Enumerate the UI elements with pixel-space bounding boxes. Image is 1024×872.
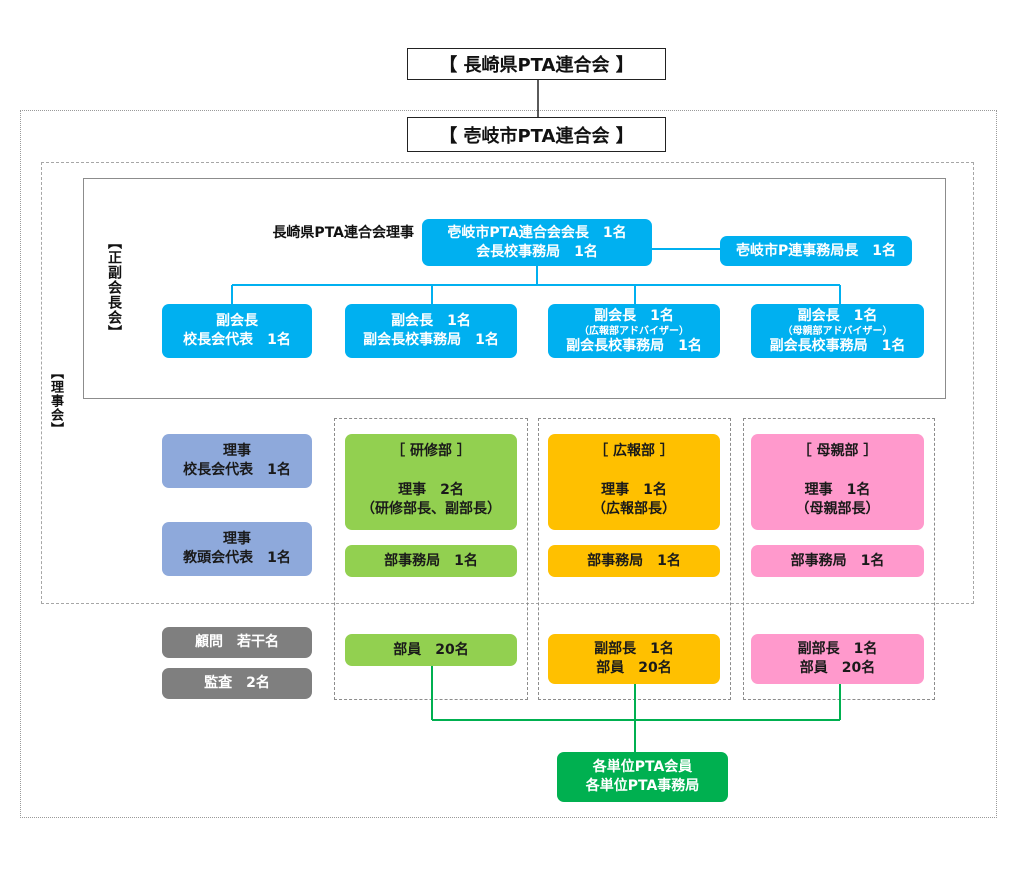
board-label: 【理事会】: [48, 366, 63, 436]
secretariat-head-box: 壱岐市P連事務局長 1名: [720, 236, 912, 266]
department-director-note: （広報部長）: [592, 501, 676, 517]
city-association-frame: [20, 110, 997, 818]
secretariat-head-text: 壱岐市P連事務局長 1名: [735, 242, 896, 259]
department-vice-head: 副部長 1名: [594, 641, 674, 657]
pr-members-box: 副部長 1名 部員 20名: [548, 634, 720, 684]
advisors-text: 顧問 若干名: [195, 634, 279, 650]
director-detail: 教頭会代表 1名: [183, 550, 291, 566]
board-frame: [41, 162, 974, 604]
director-principals-box: 理事 校長会代表 1名: [162, 434, 312, 488]
auditors-box: 監査 2名: [162, 668, 312, 699]
director-detail: 校長会代表 1名: [183, 462, 291, 478]
department-director-note: （母親部長）: [795, 501, 880, 517]
vice-president-box-3: 副会長 1名 （広報部アドバイザー） 副会長校事務局 1名: [548, 304, 720, 358]
director-title: 理事: [223, 443, 251, 459]
city-association-title: 【 壱岐市PTA連合会 】: [407, 117, 666, 152]
vice-president-detail: 副会長校事務局 1名: [363, 332, 499, 348]
unit-secretariat-line: 各単位PTA事務局: [585, 778, 700, 794]
training-secretariat-box: 部事務局 1名: [345, 545, 517, 577]
department-name: ［ 広報部 ］: [594, 443, 674, 459]
vice-president-detail: 副会長校事務局 1名: [566, 337, 702, 354]
department-members: 部員 20名: [799, 660, 876, 676]
city-title-text: 【 壱岐市PTA連合会 】: [439, 125, 634, 147]
vice-president-box-2: 副会長 1名 副会長校事務局 1名: [345, 304, 517, 358]
department-name: ［ 研修部 ］: [391, 443, 471, 459]
department-director: 理事 2名: [398, 482, 464, 498]
pr-secretariat-box: 部事務局 1名: [548, 545, 720, 577]
department-name: ［ 母親部 ］: [797, 443, 878, 459]
mothers-members-box: 副部長 1名 部員 20名: [751, 634, 924, 684]
director-title: 理事: [223, 531, 251, 547]
training-department-box: ［ 研修部 ］ 理事 2名 （研修部長、副部長）: [345, 434, 517, 530]
vice-president-box-1: 副会長 校長会代表 1名: [162, 304, 312, 358]
department-members: 部員 20名: [393, 641, 469, 658]
vice-president-title: 副会長 1名: [594, 307, 674, 324]
mothers-department-box: ［ 母親部 ］ 理事 1名 （母親部長）: [751, 434, 924, 530]
executive-label: 【正副会長会】: [106, 235, 122, 340]
department-director-note: （研修部長、副部長）: [361, 501, 501, 517]
vice-president-note: （母親部アドバイザー）: [782, 325, 893, 337]
department-members: 部員 20名: [596, 660, 672, 676]
training-members-box: 部員 20名: [345, 634, 517, 666]
president-school-line: 会長校事務局 1名: [476, 243, 598, 260]
vice-president-title: 副会長 1名: [797, 307, 878, 324]
president-box: 壱岐市PTA連合会会長 1名 会長校事務局 1名: [422, 219, 652, 266]
unit-members-line: 各単位PTA会員: [592, 759, 693, 775]
prefecture-director-label: 長崎県PTA連合会理事: [272, 225, 414, 241]
auditors-text: 監査 2名: [204, 675, 270, 691]
vice-president-detail: 副会長校事務局 1名: [769, 337, 906, 354]
department-director: 理事 1名: [601, 482, 667, 498]
advisors-box: 顧問 若干名: [162, 627, 312, 658]
mothers-secretariat-box: 部事務局 1名: [751, 545, 924, 577]
department-director: 理事 1名: [804, 482, 871, 498]
director-vice-principals-box: 理事 教頭会代表 1名: [162, 522, 312, 576]
department-secretariat: 部事務局 1名: [384, 552, 478, 569]
executive-frame: [83, 178, 946, 399]
prefecture-title-text: 【 長崎県PTA連合会 】: [439, 55, 634, 76]
pr-department-box: ［ 広報部 ］ 理事 1名 （広報部長）: [548, 434, 720, 530]
department-vice-head: 副部長 1名: [797, 641, 878, 657]
department-secretariat: 部事務局 1名: [790, 552, 885, 569]
department-secretariat: 部事務局 1名: [587, 552, 681, 569]
president-line: 壱岐市PTA連合会会長 1名: [447, 224, 627, 241]
unit-members-box: 各単位PTA会員 各単位PTA事務局: [557, 752, 728, 802]
vice-president-title: 副会長: [216, 313, 258, 329]
prefecture-association-title: 【 長崎県PTA連合会 】: [407, 48, 666, 80]
vice-president-detail: 校長会代表 1名: [183, 332, 291, 348]
vice-president-note: （広報部アドバイザー）: [579, 325, 689, 337]
vice-president-box-4: 副会長 1名 （母親部アドバイザー） 副会長校事務局 1名: [751, 304, 924, 358]
vice-president-title: 副会長 1名: [391, 313, 471, 329]
